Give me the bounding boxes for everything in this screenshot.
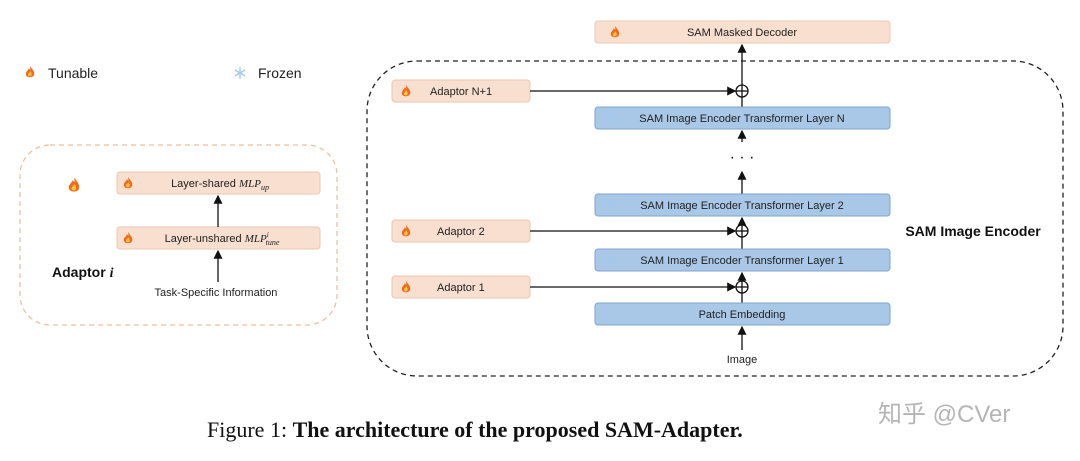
patch-embedding-box [594,302,891,326]
add-operator-icon [735,280,749,294]
adaptor-detail-box [19,144,338,326]
layer-shared-mlp-label: Layer-shared MLPup [171,178,269,192]
legend-tunable-label: Tunable [48,65,98,81]
snowflake-icon [234,66,246,80]
patch-embedding-label: Patch Embedding [699,309,786,321]
transformer-layer-n-box [594,106,891,130]
layer-shared-mlp-box [116,171,321,195]
transformer-layer-1-box [594,248,891,272]
image-encoder-box [366,60,1064,377]
masked-decoder-box [594,20,891,44]
adaptor-1-label: Adaptor 1 [437,282,485,294]
adaptor-2-label: Adaptor 2 [437,226,485,238]
image-input-label: Image [727,354,758,366]
fire-icon [68,177,80,192]
ellipsis: · · · [730,149,755,166]
adaptor-i-title: Adaptor i [52,264,114,281]
transformer-layer-2-label: SAM Image Encoder Transformer Layer 2 [640,200,844,212]
transformer-layer-n-label: SAM Image Encoder Transformer Layer N [639,113,844,125]
watermark: 知乎 @CVer [878,401,1010,428]
image-encoder-label: SAM Image Encoder [905,223,1041,239]
fire-icon [25,66,35,78]
masked-decoder-label: SAM Masked Decoder [687,27,797,39]
figure-caption: Figure 1: The architecture of the propos… [207,417,743,442]
add-operator-icon [735,224,749,238]
transformer-layer-2-box [594,193,891,217]
adaptor-n1-label: Adaptor N+1 [430,86,492,98]
task-specific-info-label: Task-Specific Information [155,287,278,299]
transformer-layer-1-label: SAM Image Encoder Transformer Layer 1 [640,255,844,267]
legend-frozen-label: Frozen [258,65,302,81]
add-operator-icon [735,84,749,98]
